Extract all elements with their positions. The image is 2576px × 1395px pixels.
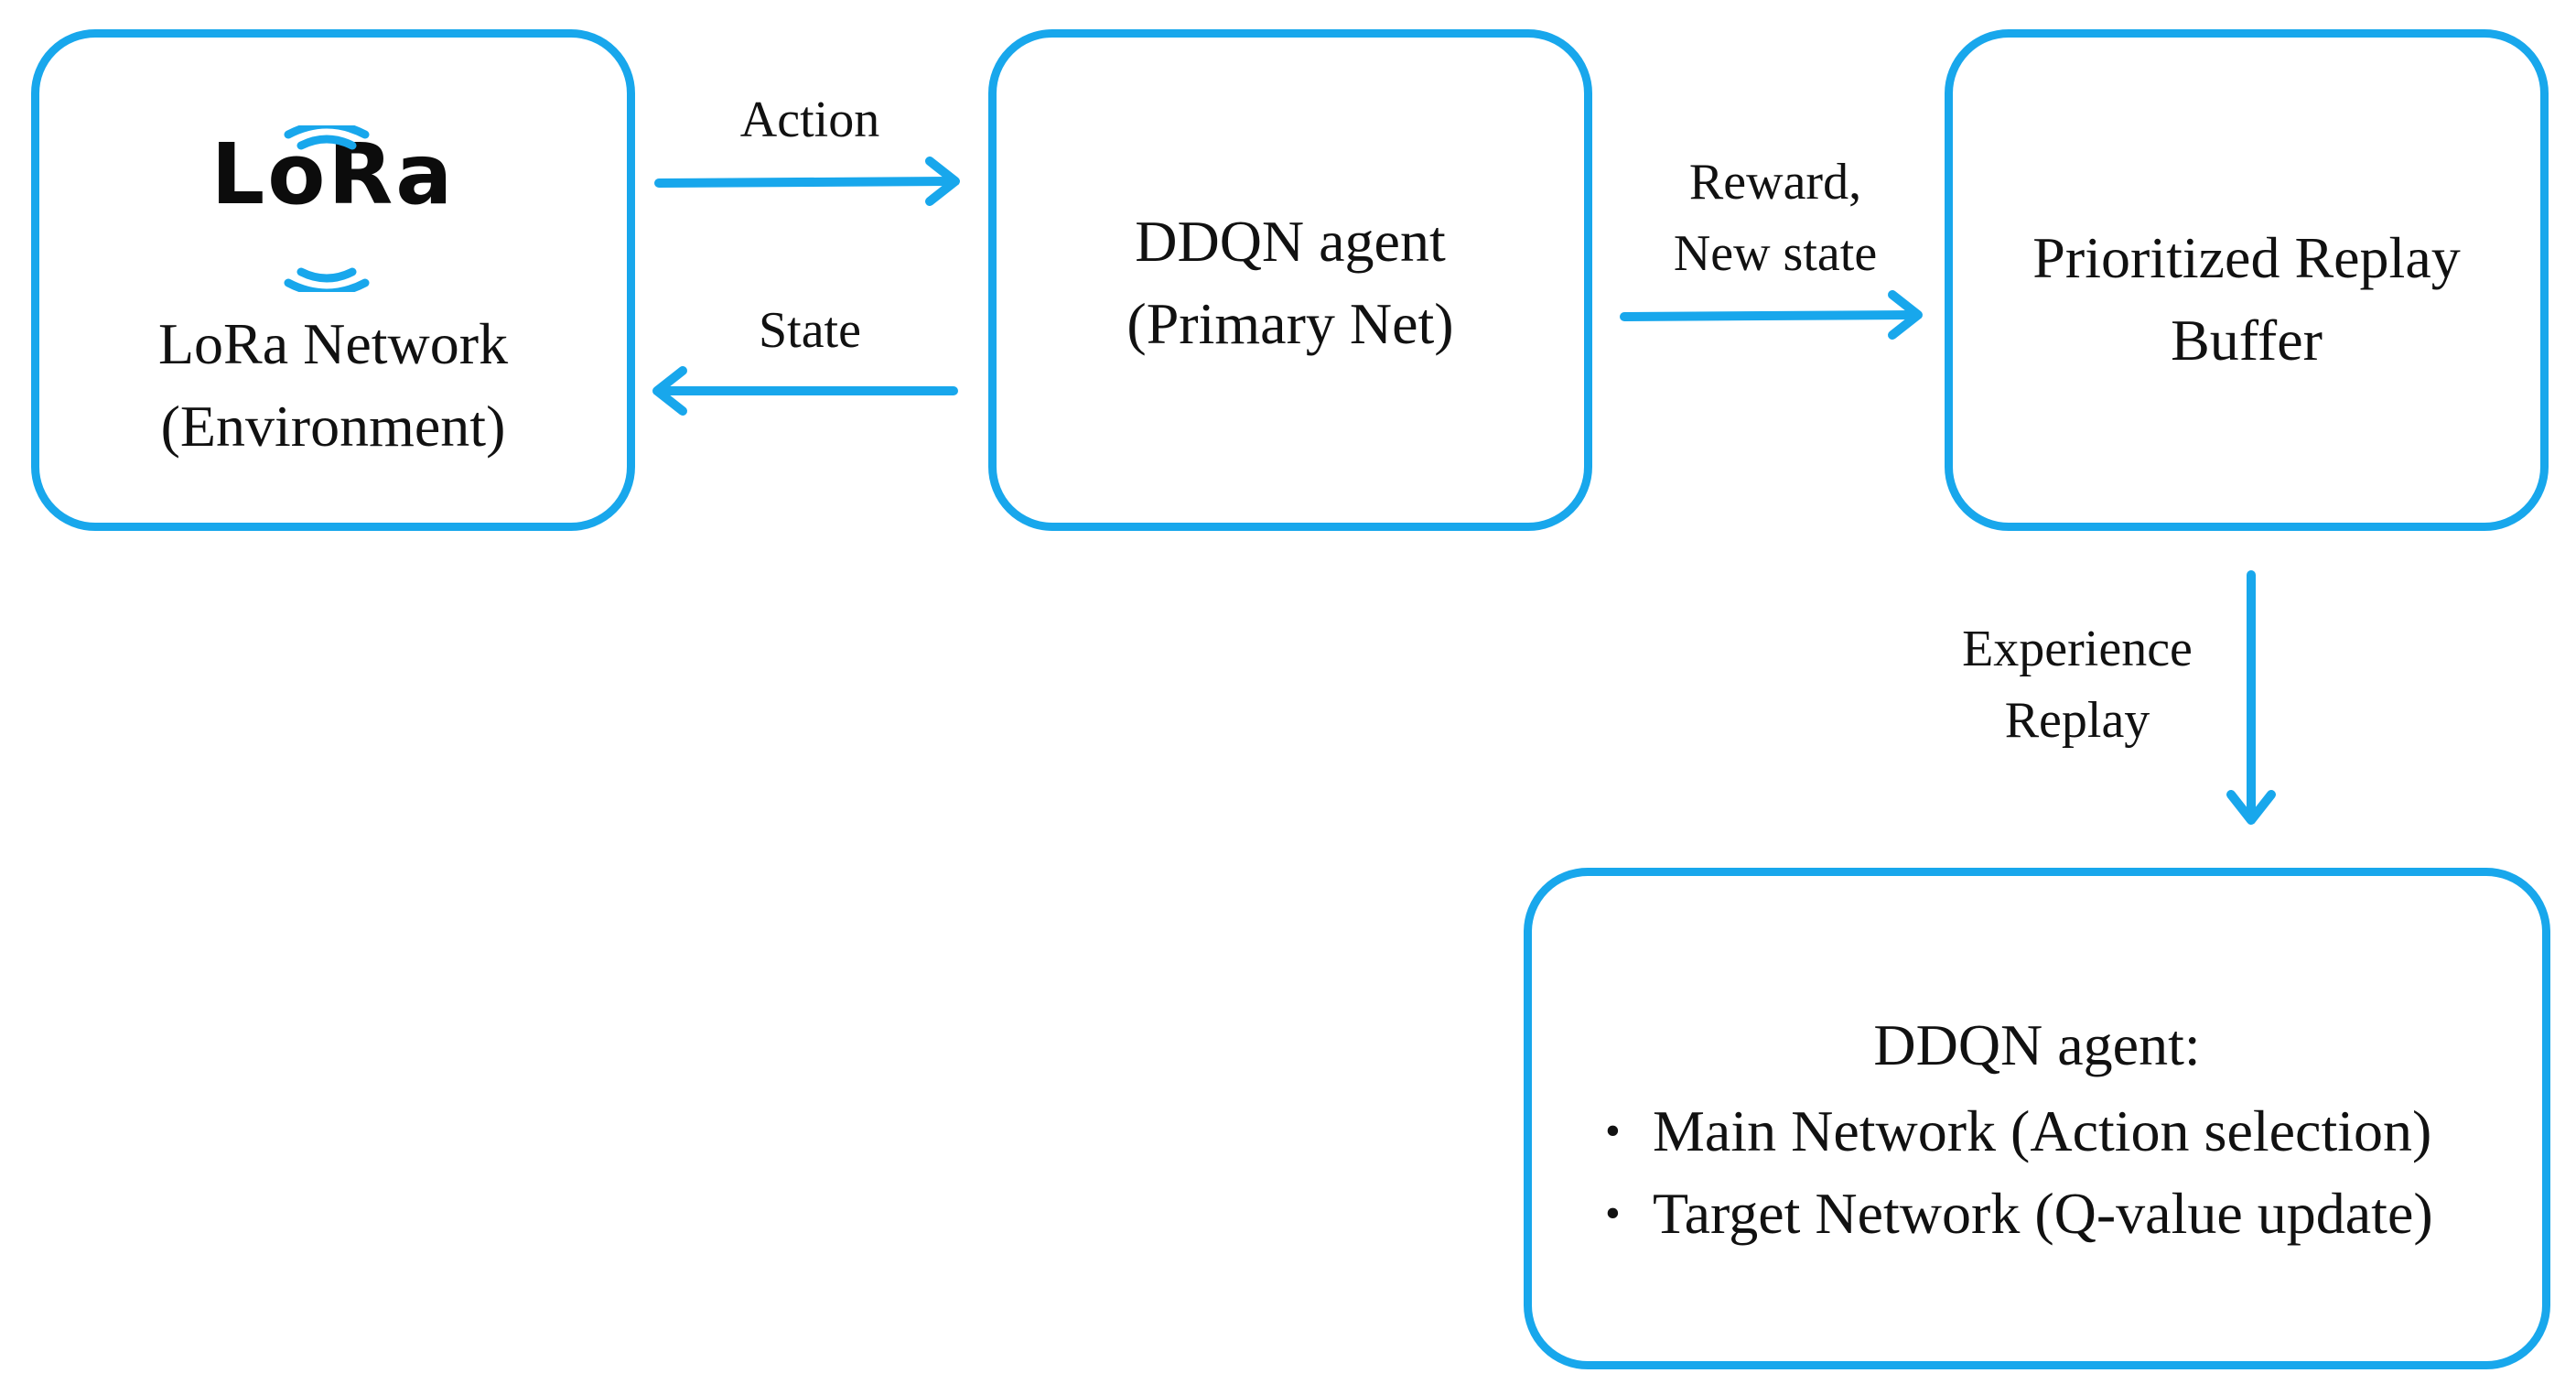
experience-edge-line2: Replay [2004,692,2150,749]
lora-network-label: LoRa Network (Environment) [39,303,627,468]
ddqn-list-item-target-text: Target Network (Q-value update) [1653,1181,2433,1246]
experience-edge-line1: Experience [1962,621,2193,677]
lora-logo-text: LoRa [210,125,456,223]
ddqn-primary-agent-node: DDQN agent (Primary Net) [988,29,1592,531]
ddqn-list-item-main-text: Main Network (Action selection) [1653,1098,2432,1163]
replay-buffer-line1: Prioritized Replay [2032,225,2461,290]
lora-network-line1: LoRa Network [157,311,509,376]
reward-edge-label: Reward, New state [1643,146,1908,289]
signal-waves-icon [284,125,370,292]
state-edge-label: State [759,302,861,359]
lora-network-node: LoRa LoRa Network (Environment) [31,29,635,531]
ddqn-network-list: • Main Network (Action selection) • Targ… [1605,1090,2433,1255]
bullet-icon: • [1605,1189,1621,1238]
lora-network-line2: (Environment) [160,394,506,459]
replay-buffer-line2: Buffer [2171,308,2323,373]
ddqn-primary-agent-line2: (Primary Net) [1126,291,1454,356]
experience-replay-edge-label: Experience Replay [1926,613,2228,756]
ddqn-list-item-target: • Target Network (Q-value update) [1605,1173,2433,1255]
lora-logo: LoRa [39,129,627,221]
ddqn-agent-title: DDQN agent: [1873,1012,2201,1077]
experience-replay-arrow [2226,570,2276,825]
action-arrow [654,157,960,206]
ddqn-list-item-main: • Main Network (Action selection) [1605,1090,2433,1173]
ddqn-primary-agent-line1: DDQN agent [1135,209,1446,274]
bullet-icon: • [1605,1107,1621,1155]
ddqn-primary-agent-label: DDQN agent (Primary Net) [997,200,1584,365]
reward-edge-line2: New state [1673,225,1878,282]
reward-arrow [1620,290,1923,340]
state-arrow [652,366,958,416]
action-edge-label: Action [739,92,880,148]
replay-buffer-node: Prioritized Replay Buffer [1945,29,2549,531]
ddqn-agent-details-node: DDQN agent: • Main Network (Action selec… [1524,868,2550,1369]
replay-buffer-label: Prioritized Replay Buffer [1953,217,2540,382]
reward-edge-line1: Reward, [1688,154,1862,211]
